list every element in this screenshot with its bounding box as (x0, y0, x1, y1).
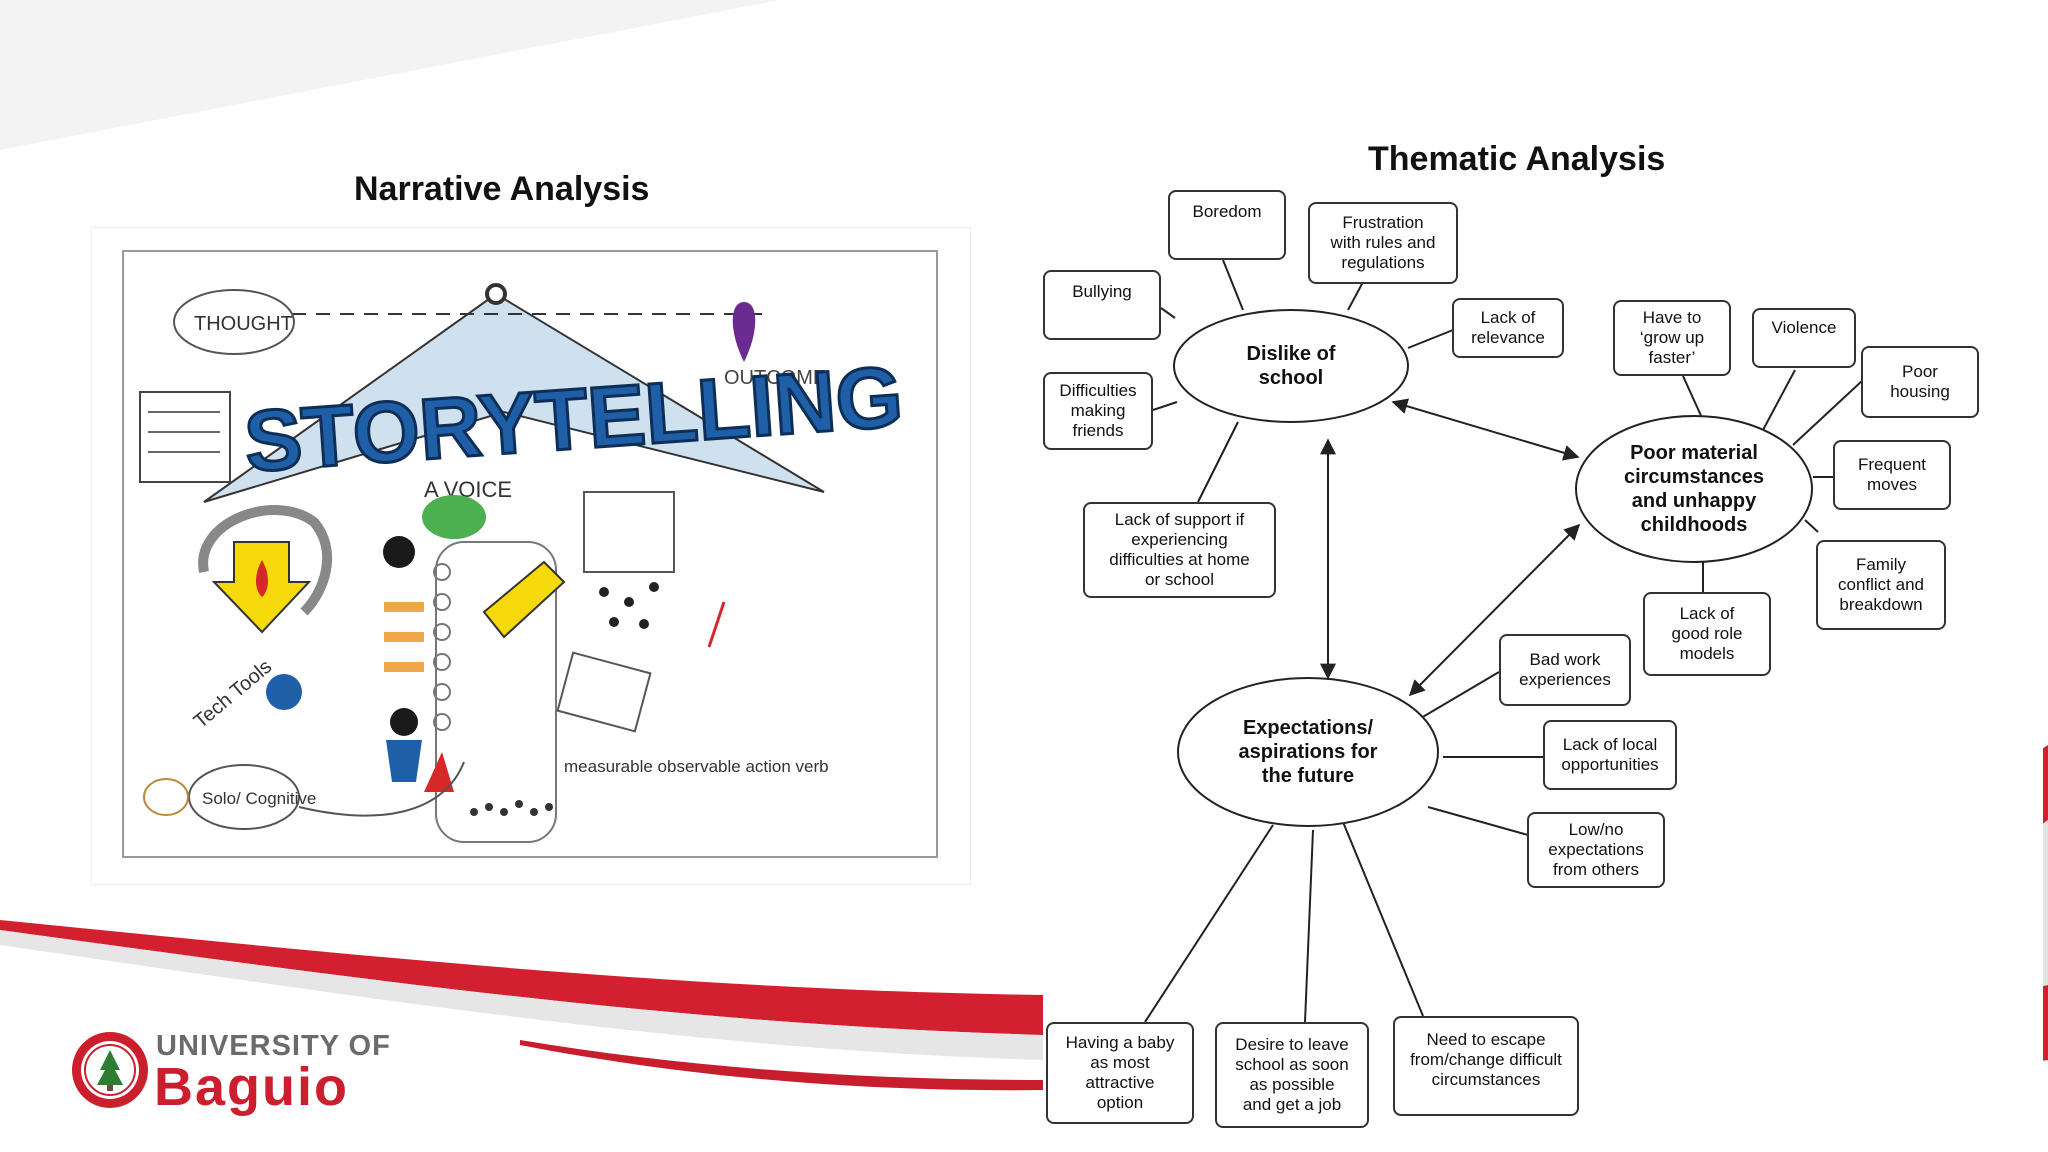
grow-up-box: Have to ‘grow up faster’ (1613, 300, 1731, 376)
narrative-analysis-heading: Narrative Analysis (354, 170, 650, 208)
logo-university-of: UNIVERSITY OF (156, 1030, 391, 1062)
outcome-label: OUTCOME (724, 367, 826, 389)
expectations-hub: Expectations/ aspirations for the future (1238, 717, 1378, 787)
difficulties-box: Difficulties making friends (1043, 372, 1153, 450)
thematic-mind-map: Dislike of school Poor material circumst… (1043, 190, 2043, 1142)
frequent-moves-box: Frequent moves (1833, 440, 1951, 510)
frustration-box: Frustration with rules and regulations (1308, 202, 1458, 284)
storytelling-frame: THOUGHT OUTCOME STORYTELLING A VOICE Tec… (122, 250, 938, 858)
relevance-box: Lack of relevance (1452, 298, 1564, 358)
low-expectations-box: Low/no expectations from others (1527, 812, 1665, 888)
poor-hub-shape (1575, 415, 1813, 563)
mind-map-connectors (1144, 259, 1864, 1023)
family-conflict-box: Family conflict and breakdown (1816, 540, 1946, 630)
poor-hub: Poor material circumstances and unhappy … (1623, 442, 1765, 536)
support-box: Lack of support if experiencing difficul… (1083, 502, 1276, 598)
poor-housing-box: Poor housing (1861, 346, 1979, 418)
thought-label: THOUGHT (194, 313, 293, 335)
violence-box: Violence (1752, 308, 1856, 368)
tech-tools-label: Tech Tools (190, 656, 276, 733)
expect-hub-shape (1177, 677, 1439, 827)
escape-box: Need to escape from/change difficult cir… (1393, 1016, 1579, 1116)
thematic-analysis-heading: Thematic Analysis (1368, 140, 1666, 178)
dislike-hub: Dislike of school (1246, 343, 1336, 389)
storytelling-sketch: THOUGHT OUTCOME STORYTELLING A VOICE Tec… (139, 283, 907, 843)
local-opportunities-box: Lack of local opportunities (1543, 720, 1677, 790)
boredom-box: Boredom (1168, 190, 1286, 260)
university-logo: UNIVERSITY OF Baguio (68, 1026, 408, 1117)
logo-baguio: Baguio (154, 1057, 349, 1117)
leave-school-box: Desire to leave school as soon as possib… (1215, 1022, 1369, 1128)
role-models-box: Lack of good role models (1643, 592, 1771, 676)
cognitive-label: Solo/ Cognitive (202, 789, 316, 808)
bad-work-box: Bad work experiences (1499, 634, 1631, 706)
action-verb-label: measurable observable action verb (564, 757, 829, 776)
dislike-hub-shape (1173, 309, 1409, 423)
university-seal-icon (72, 1032, 148, 1108)
bullying-box: Bullying (1043, 270, 1161, 340)
baby-box: Having a baby as most attractive option (1046, 1022, 1194, 1124)
